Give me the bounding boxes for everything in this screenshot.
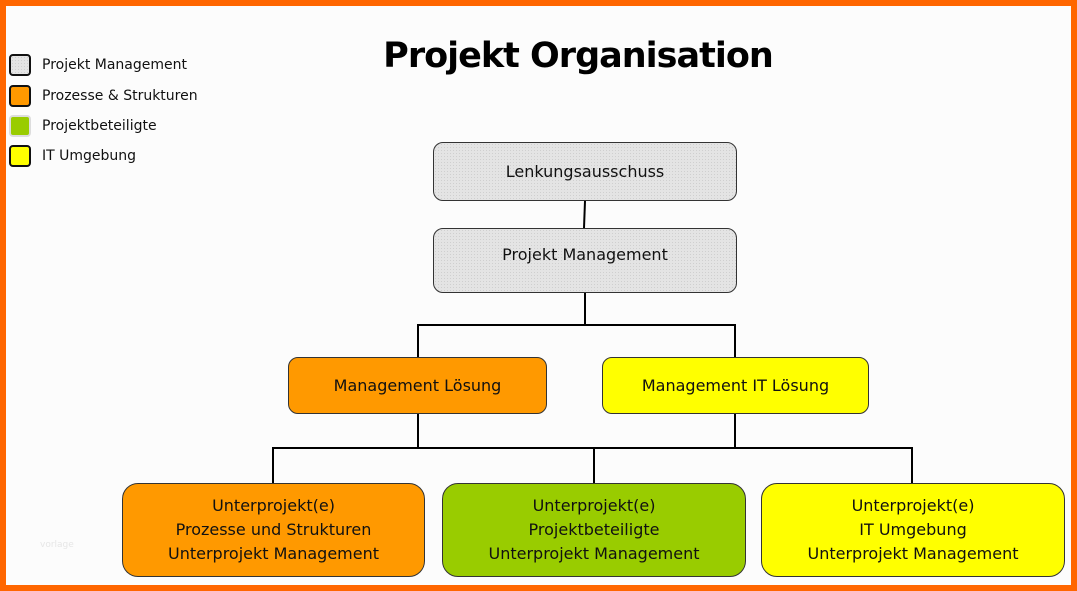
node-label: Lenkungsausschuss [505, 161, 665, 181]
node-unterprojekt-projektbeteiligte[interactable]: Unterprojekt(e) Projektbeteiligte Unterp… [442, 483, 746, 577]
legend-swatch-orange [9, 85, 31, 107]
legend-swatch-green [9, 115, 31, 137]
node-projekt-management[interactable]: Projekt Management [433, 228, 737, 293]
node-label: Unterprojekt(e) [212, 496, 335, 515]
node-label: Projektbeteiligte [528, 520, 660, 539]
connector [417, 324, 736, 357]
node-label: Management Lösung [333, 375, 502, 395]
legend-label: IT Umgebung [42, 148, 137, 164]
watermark: vorlage [40, 540, 74, 550]
node-unterprojekt-it-umgebung[interactable]: Unterprojekt(e) IT Umgebung Unterprojekt… [761, 483, 1065, 577]
legend-swatch-yellow [9, 145, 31, 167]
legend-swatch-gray [9, 54, 31, 76]
node-label: IT Umgebung [859, 520, 967, 539]
legend-label: Projektbeteiligte [42, 118, 157, 134]
legend-label: Projekt Management [42, 57, 187, 73]
node-management-it-loesung[interactable]: Management IT Lösung [602, 357, 869, 414]
node-unterprojekt-prozesse[interactable]: Unterprojekt(e) Prozesse und Strukturen … [122, 483, 425, 577]
node-management-loesung[interactable]: Management Lösung [288, 357, 547, 414]
node-label: Management IT Lösung [641, 375, 830, 395]
node-label: Unterprojekt Management [167, 544, 380, 563]
node-label: Projekt Management [502, 245, 668, 264]
node-label: Prozesse und Strukturen [175, 520, 372, 539]
legend-item-projektbeteiligte: Projektbeteiligte [9, 114, 157, 138]
node-label: Unterprojekt(e) [532, 496, 656, 515]
legend-label: Prozesse & Strukturen [42, 88, 198, 104]
node-label: Unterprojekt Management [807, 544, 1019, 563]
connector [583, 200, 586, 229]
legend-item-it-umgebung: IT Umgebung [9, 144, 136, 168]
page-title: Projekt Organisation [383, 36, 774, 76]
node-lenkungsausschuss[interactable]: Lenkungsausschuss [433, 142, 737, 201]
legend-item-projekt-management: Projekt Management [9, 53, 187, 77]
connector [272, 447, 913, 483]
legend-item-prozesse: Prozesse & Strukturen [9, 84, 198, 108]
node-label: Unterprojekt Management [488, 544, 700, 563]
node-label: Unterprojekt(e) [851, 496, 975, 515]
